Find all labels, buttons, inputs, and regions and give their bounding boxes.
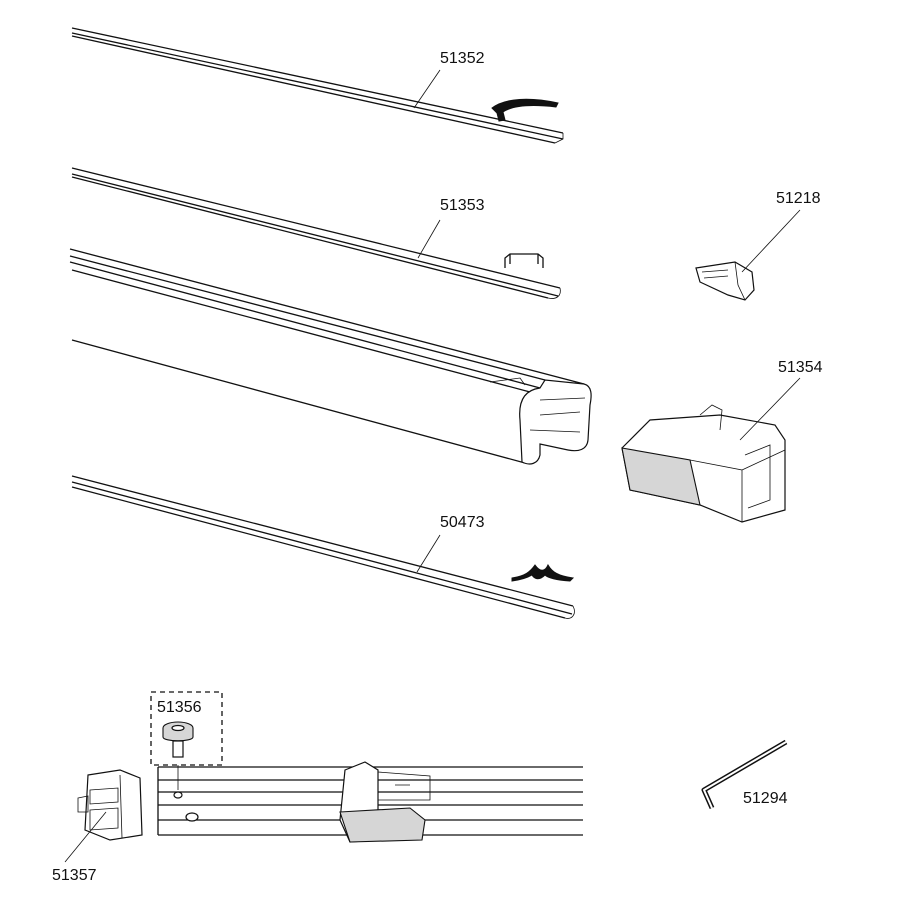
leader-line-51218 — [741, 209, 801, 273]
part-50473-rubber-strip: 50473 — [71, 475, 575, 619]
label-51294: 51294 — [743, 790, 788, 807]
label-50473: 50473 — [440, 514, 485, 531]
part-51353-strip: 51353 — [71, 167, 561, 299]
label-51352: 51352 — [440, 50, 485, 67]
part-51354-foot: 51354 — [621, 359, 823, 523]
leader-line-51357 — [64, 811, 107, 863]
leader-line-50473 — [416, 534, 441, 573]
part-51357-end-piece: 51357 — [52, 769, 143, 884]
part-51294-hex-key: 51294 — [701, 739, 788, 810]
label-51354: 51354 — [778, 359, 823, 376]
label-51356: 51356 — [157, 699, 202, 716]
bottom-bar-assembly — [157, 761, 583, 843]
part-51352-rail: 51352 — [71, 27, 564, 144]
label-51357: 51357 — [52, 867, 97, 884]
leader-line-51352 — [413, 69, 441, 109]
main-bar — [69, 248, 592, 465]
label-51218: 51218 — [776, 190, 821, 207]
label-51353: 51353 — [440, 197, 485, 214]
part-51218-end-cap: 51218 — [695, 190, 821, 301]
leader-line-51353 — [417, 219, 441, 259]
part-51356-screw: 51356 — [150, 691, 223, 790]
leader-line-51354 — [739, 377, 801, 441]
